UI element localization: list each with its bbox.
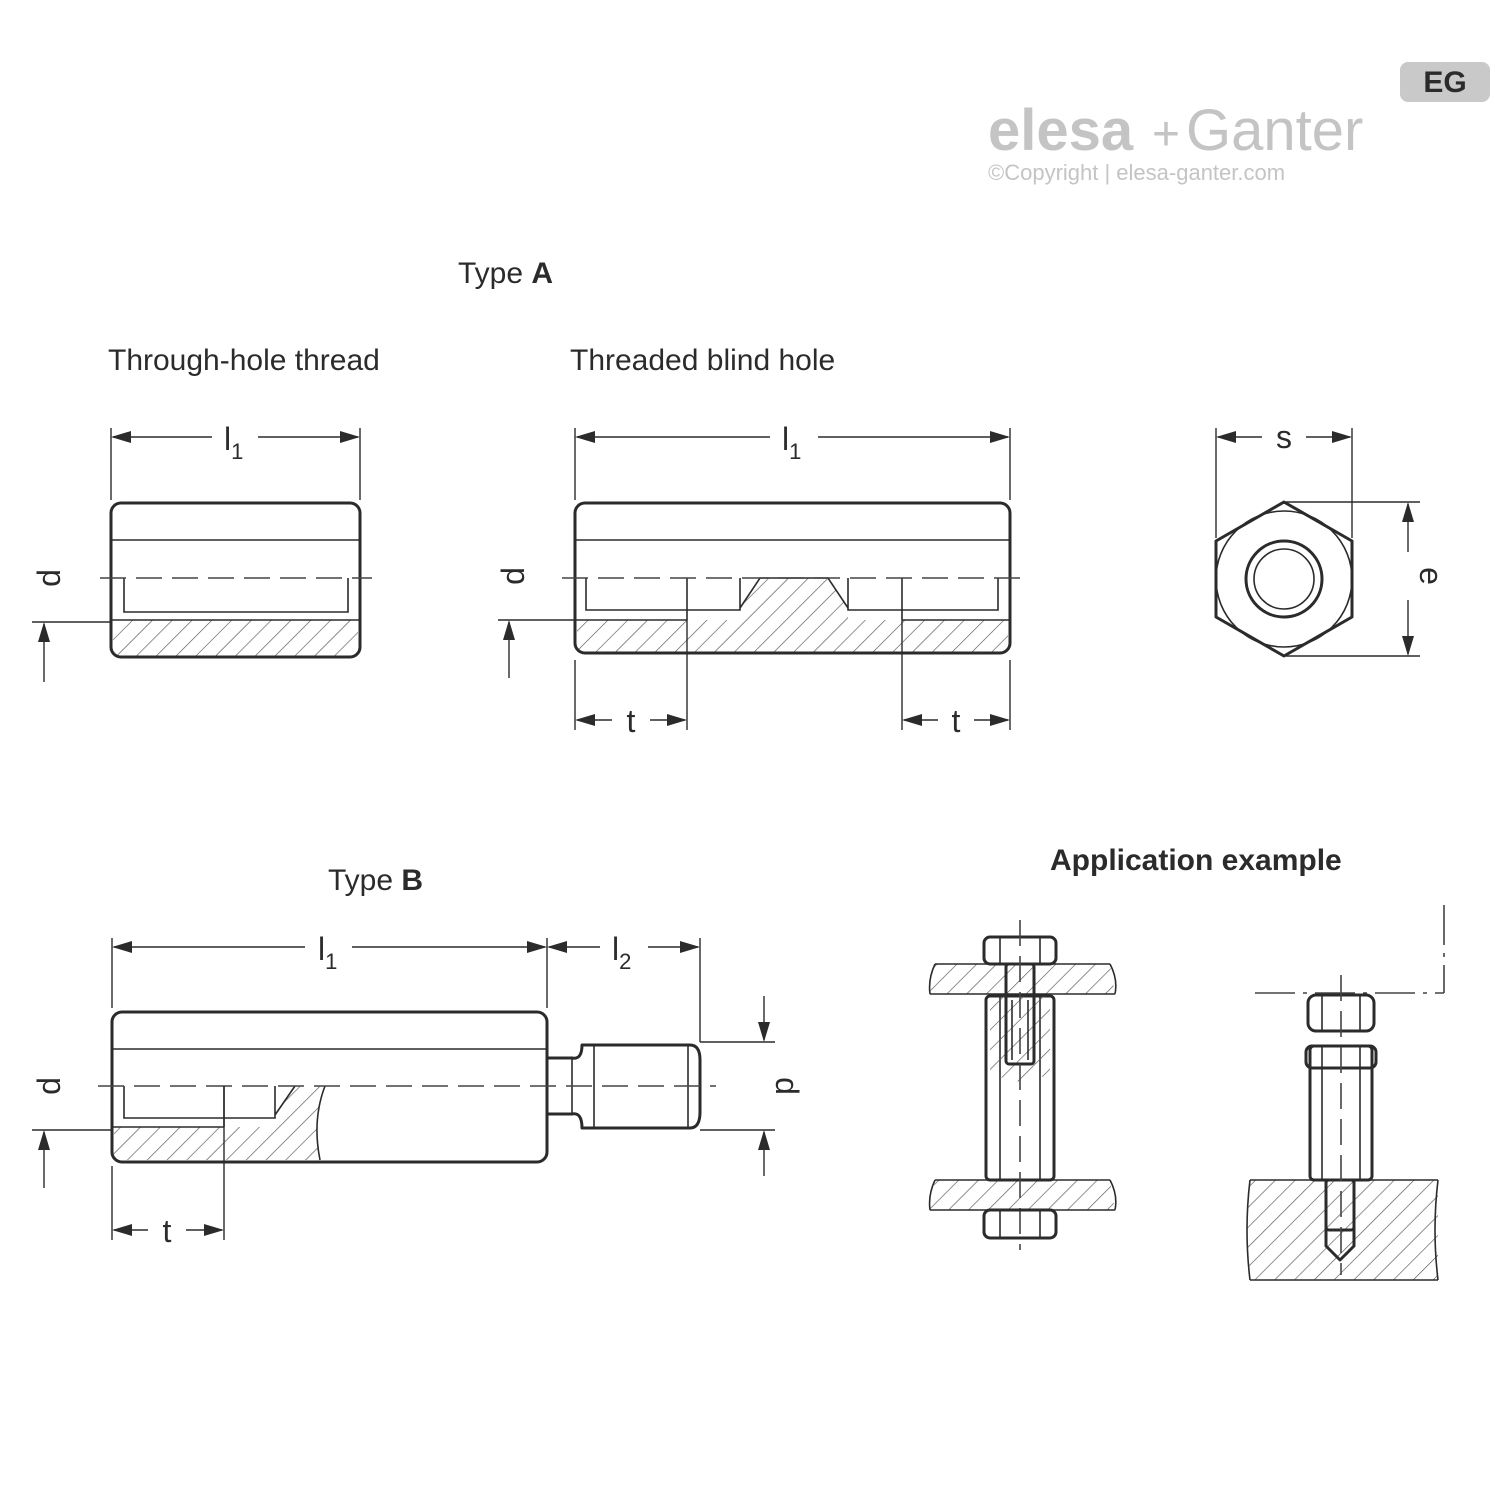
hex-bore-outer <box>1244 539 1324 619</box>
app-right-stud <box>1324 1178 1356 1232</box>
blind-hole-hatch-right <box>902 620 1008 653</box>
blind-hole-hatch-left <box>577 620 687 653</box>
type-b-t-label: t <box>163 1213 172 1249</box>
application-example-left <box>928 920 1117 1250</box>
blind-hole-title: Threaded blind hole <box>570 344 835 377</box>
blind-hole-l1-label: l1 <box>782 421 801 464</box>
brand-logo: EG elesa + Ganter ©Copyright | elesa-gan… <box>988 62 1490 185</box>
type-b-title: Type B <box>328 864 423 897</box>
blind-hole-t-left-label: t <box>627 703 636 739</box>
type-a-blind-hole-view: l1 d t t <box>495 421 1030 739</box>
app-left-top-plate <box>930 964 1115 994</box>
type-b-d-left-label: d <box>31 1077 67 1095</box>
through-hole-hatch <box>113 620 358 656</box>
type-b-title-prefix: Type <box>328 864 393 897</box>
through-hole-d-label: d <box>31 569 67 587</box>
through-hole-l1-label: l1 <box>224 421 243 464</box>
hex-e-label: e <box>1413 567 1449 585</box>
type-b-l2-label: l2 <box>612 931 631 974</box>
application-example-right <box>1246 905 1445 1281</box>
type-b-hatch-left <box>114 1127 224 1160</box>
hex-end-view: s e <box>1214 419 1449 658</box>
copyright-text: ©Copyright | elesa-ganter.com <box>988 160 1285 185</box>
hex-s-label: s <box>1276 419 1292 455</box>
brand-name-plus: + <box>1152 108 1180 161</box>
application-title: Application example <box>1050 844 1342 877</box>
blind-hole-d-label: d <box>495 567 531 585</box>
type-b-title-letter: B <box>401 864 423 897</box>
blind-hole-hatch-core <box>687 578 902 653</box>
blind-hole-t-right-label: t <box>952 703 961 739</box>
type-b-view: l1 l2 d d t <box>31 931 805 1249</box>
eg-badge-text: EG <box>1423 66 1466 99</box>
brand-name-right: Ganter <box>1186 98 1363 163</box>
type-a-title-prefix: Type <box>458 257 523 290</box>
brand-name-left: elesa <box>988 98 1134 163</box>
type-a-title-letter: A <box>531 257 553 290</box>
type-b-l1-label: l1 <box>318 931 337 974</box>
eg-badge <box>1400 62 1490 102</box>
type-b-d-right-label: d <box>769 1077 805 1095</box>
type-a-title: Type A <box>458 257 553 290</box>
type-b-hatch-core <box>224 1086 325 1160</box>
through-hole-body <box>109 501 362 659</box>
app-left-bottom-plate <box>930 1180 1115 1210</box>
through-hole-title: Through-hole thread <box>108 344 380 377</box>
hex-outline <box>1214 500 1354 658</box>
type-b-body <box>110 1010 549 1164</box>
type-a-through-hole-view: l1 d <box>31 421 372 682</box>
app-left-bottom-bolt-head <box>982 1208 1058 1240</box>
